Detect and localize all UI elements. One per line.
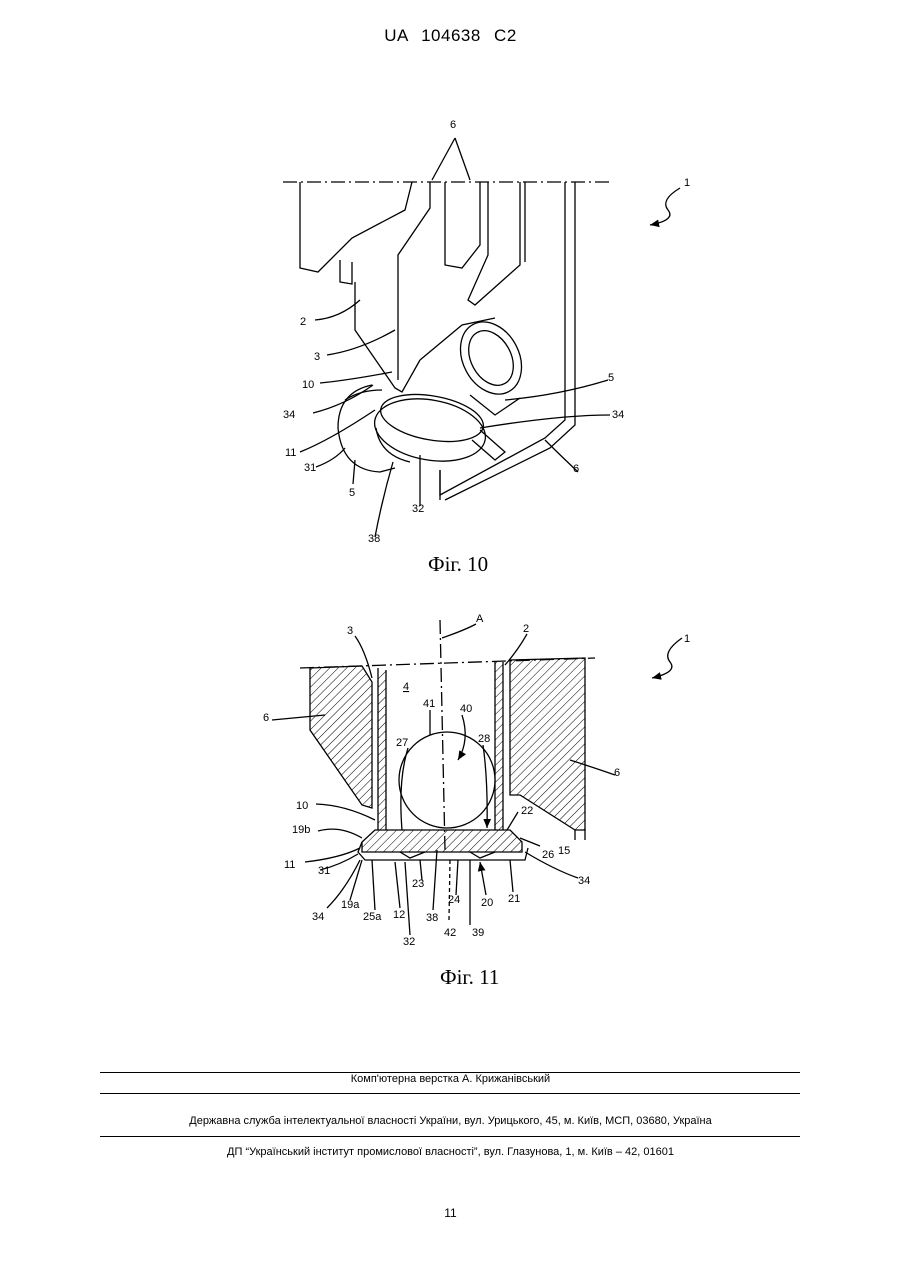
fig11-label-22: 22 bbox=[521, 805, 533, 817]
fig11-label-4: 4 bbox=[403, 681, 409, 693]
fig11-label-27: 27 bbox=[396, 737, 408, 749]
fig11-label-24: 24 bbox=[448, 894, 460, 906]
fig10-label-31: 31 bbox=[304, 462, 316, 474]
fig11-label-20: 20 bbox=[481, 897, 493, 909]
fig11-label-3: 3 bbox=[347, 625, 353, 637]
fig11-label-2: 2 bbox=[523, 623, 529, 635]
page-number: 11 bbox=[0, 1206, 901, 1220]
fig11-label-34-left: 34 bbox=[312, 911, 324, 923]
fig11-label-19a: 19a bbox=[341, 899, 360, 911]
fig10-label-6: 6 bbox=[450, 119, 456, 131]
fig10-label-3: 3 bbox=[314, 351, 320, 363]
fig11-label-34-right: 34 bbox=[578, 875, 590, 887]
fig10-label-1: 1 bbox=[684, 177, 690, 189]
fig11-label-42: 42 bbox=[444, 927, 456, 939]
fig10-label-10: 10 bbox=[302, 379, 314, 391]
fig10-label-38: 38 bbox=[368, 533, 380, 545]
fig10-label-2: 2 bbox=[300, 316, 306, 328]
footer-agency-address: Державна служба інтелектуальної власност… bbox=[0, 1115, 901, 1127]
fig11-label-11: 11 bbox=[284, 859, 295, 871]
footer-rule-bottom bbox=[100, 1136, 800, 1137]
fig11-label-25a: 25a bbox=[363, 911, 382, 923]
figure-11-drawing: A 3 2 1 4 6 41 40 27 28 6 10 22 19b 26 1… bbox=[0, 590, 901, 1010]
footer-institute-address: ДП “Український інститут промислової вла… bbox=[0, 1146, 901, 1158]
fig11-caption: Фіг. 11 bbox=[440, 965, 499, 989]
fig10-label-34-left: 34 bbox=[283, 409, 295, 421]
fig11-label-1: 1 bbox=[684, 633, 690, 645]
fig11-label-28: 28 bbox=[478, 733, 490, 745]
fig10-label-11: 11 bbox=[285, 447, 296, 459]
fig11-label-31: 31 bbox=[318, 865, 330, 877]
fig11-label-32: 32 bbox=[403, 936, 415, 948]
fig11-label-40: 40 bbox=[460, 703, 472, 715]
fig11-label-15: 15 bbox=[558, 845, 570, 857]
fig11-label-6-right: 6 bbox=[614, 767, 620, 779]
fig11-label-21: 21 bbox=[508, 893, 520, 905]
fig10-caption: Фіг. 10 bbox=[428, 552, 488, 576]
fig10-label-5-left: 5 bbox=[349, 487, 355, 499]
fig11-label-10: 10 bbox=[296, 800, 308, 812]
fig11-label-39: 39 bbox=[472, 927, 484, 939]
fig11-label-12: 12 bbox=[393, 909, 405, 921]
fig10-label-32: 32 bbox=[412, 503, 424, 515]
fig11-label-A: A bbox=[476, 613, 484, 625]
fig10-label-6-bottom: 6 bbox=[573, 463, 579, 475]
fig11-label-38: 38 bbox=[426, 912, 438, 924]
fig10-label-5-right: 5 bbox=[608, 372, 614, 384]
figure-10-drawing: 6 1 2 3 10 34 11 31 5 32 38 5 34 6 Фіг. … bbox=[0, 0, 901, 590]
fig11-label-19b: 19b bbox=[292, 824, 310, 836]
fig11-label-23: 23 bbox=[412, 878, 424, 890]
fig10-label-34-right: 34 bbox=[612, 409, 624, 421]
footer-rule-middle bbox=[100, 1093, 800, 1094]
footer-layout-credit: Комп'ютерна верстка А. Крижанівський bbox=[0, 1073, 901, 1085]
fig11-label-41: 41 bbox=[423, 698, 435, 710]
fig11-label-26: 26 bbox=[542, 849, 554, 861]
fig11-label-6-left: 6 bbox=[263, 712, 269, 724]
